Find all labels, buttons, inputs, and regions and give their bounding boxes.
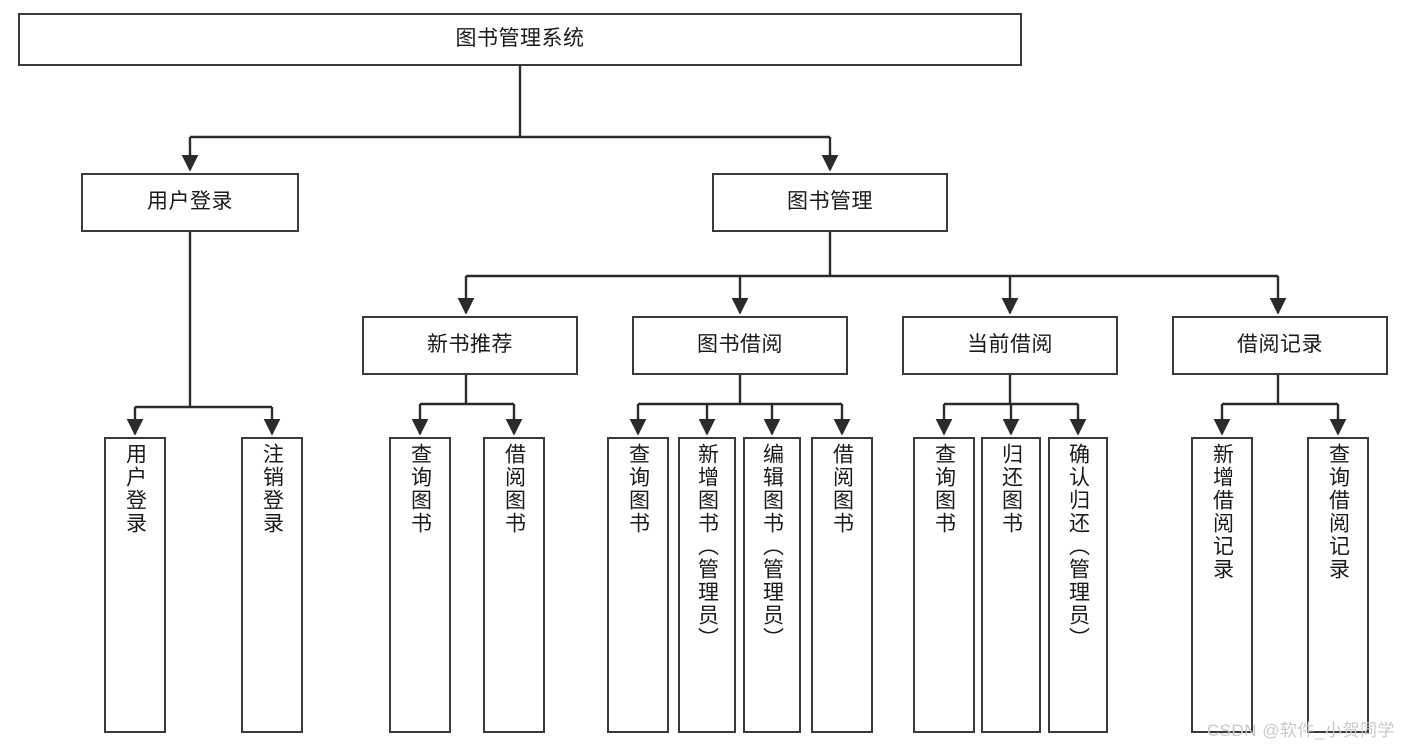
leaf-current-query-book[interactable]: 查询图书 — [913, 437, 975, 733]
leaf-user-login-login[interactable]: 用户登录 — [104, 437, 166, 733]
leaf-borrow-query-book[interactable]: 查询图书 — [607, 437, 669, 733]
node-label: 注销登录 — [260, 443, 284, 535]
node-label: 编辑图书（管理员） — [760, 443, 784, 650]
node-book-borrow[interactable]: 图书借阅 — [632, 316, 848, 375]
node-label: 图书借阅 — [697, 333, 783, 357]
node-label: 新书推荐 — [427, 333, 513, 357]
node-label: 用户登录 — [147, 190, 233, 214]
node-user-login[interactable]: 用户登录 — [81, 173, 299, 232]
leaf-current-return-book[interactable]: 归还图书 — [981, 437, 1041, 733]
node-label: 查询借阅记录 — [1326, 443, 1350, 581]
node-label: 借阅图书 — [502, 443, 526, 535]
leaf-user-login-logout[interactable]: 注销登录 — [241, 437, 303, 733]
node-label: 借阅图书 — [830, 443, 854, 535]
node-label: 新增借阅记录 — [1210, 443, 1234, 581]
node-label: 新增图书（管理员） — [695, 443, 719, 650]
leaf-recommend-borrow-book[interactable]: 借阅图书 — [483, 437, 545, 733]
leaf-current-confirm-return-admin[interactable]: 确认归还（管理员） — [1048, 437, 1108, 733]
leaf-recommend-query-book[interactable]: 查询图书 — [389, 437, 451, 733]
node-label: 归还图书 — [999, 443, 1023, 535]
node-current-borrow[interactable]: 当前借阅 — [902, 316, 1118, 375]
node-label: 查询图书 — [932, 443, 956, 535]
node-label: 图书管理 — [787, 190, 873, 214]
node-label: 当前借阅 — [967, 333, 1053, 357]
node-borrow-records[interactable]: 借阅记录 — [1172, 316, 1388, 375]
leaf-borrow-edit-book-admin[interactable]: 编辑图书（管理员） — [743, 437, 801, 733]
node-new-book-recommend[interactable]: 新书推荐 — [362, 316, 578, 375]
leaf-records-query-record[interactable]: 查询借阅记录 — [1307, 437, 1369, 733]
node-label: 查询图书 — [626, 443, 650, 535]
node-book-management[interactable]: 图书管理 — [712, 173, 948, 232]
node-label: 用户登录 — [123, 443, 147, 535]
node-label: 查询图书 — [408, 443, 432, 535]
leaf-borrow-borrow-book[interactable]: 借阅图书 — [811, 437, 873, 733]
node-label: 确认归还（管理员） — [1066, 443, 1090, 650]
node-root-system[interactable]: 图书管理系统 — [18, 13, 1022, 66]
node-label: 图书管理系统 — [455, 27, 585, 51]
node-label: 借阅记录 — [1237, 333, 1323, 357]
leaf-borrow-add-book-admin[interactable]: 新增图书（管理员） — [678, 437, 736, 733]
leaf-records-add-record[interactable]: 新增借阅记录 — [1191, 437, 1253, 733]
